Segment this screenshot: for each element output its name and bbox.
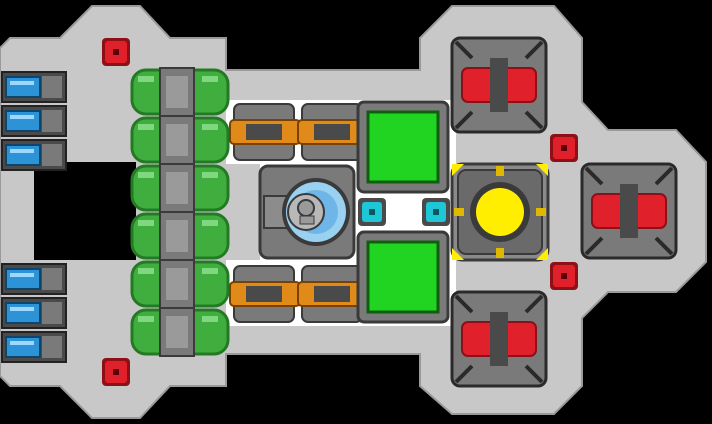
- fuel-tank-array: [130, 67, 230, 357]
- battery-panel-icon: [1, 139, 67, 171]
- battery-panel-icon: [1, 297, 67, 329]
- shield-dome-icon: [258, 164, 356, 260]
- red-turrets: [450, 36, 678, 388]
- fuel-tank-icon: [130, 163, 230, 213]
- drill-cannon-icon: [229, 103, 301, 161]
- battery-panels: [1, 71, 67, 363]
- red-power-nodes: [102, 38, 578, 386]
- red-power-node-icon: [550, 134, 578, 162]
- drill-cannons: [229, 103, 369, 323]
- red-turret-icon: [450, 290, 548, 388]
- red-turret-icon: [580, 162, 678, 260]
- drill-cannon-icon: [229, 265, 301, 323]
- fuel-tank-icon: [130, 307, 230, 357]
- cyan-connectors: [358, 198, 450, 226]
- computer-screen-icon: [356, 230, 450, 324]
- battery-panel-icon: [1, 331, 67, 363]
- white-floor-left-grey: [226, 164, 260, 260]
- cyan-connector-icon: [358, 198, 386, 226]
- red-turret-icon: [450, 36, 548, 134]
- battery-panel-icon: [1, 105, 67, 137]
- black-notch-left: [34, 162, 136, 260]
- fuel-tank-icon: [130, 211, 230, 261]
- reactor-core-icon: [450, 162, 550, 262]
- drill-cannon-icon: [297, 265, 369, 323]
- red-power-node-icon: [102, 38, 130, 66]
- red-power-node-icon: [550, 262, 578, 290]
- drill-cannon-icon: [297, 103, 369, 161]
- cyan-connector-icon: [422, 198, 450, 226]
- battery-panel-icon: [1, 263, 67, 295]
- red-power-node-icon: [102, 358, 130, 386]
- computer-screen-icon: [356, 100, 450, 194]
- fuel-tank-icon: [130, 115, 230, 165]
- battery-panel-icon: [1, 71, 67, 103]
- fuel-tank-icon: [130, 67, 230, 117]
- computer-screens: [356, 100, 450, 324]
- fuel-tank-icon: [130, 259, 230, 309]
